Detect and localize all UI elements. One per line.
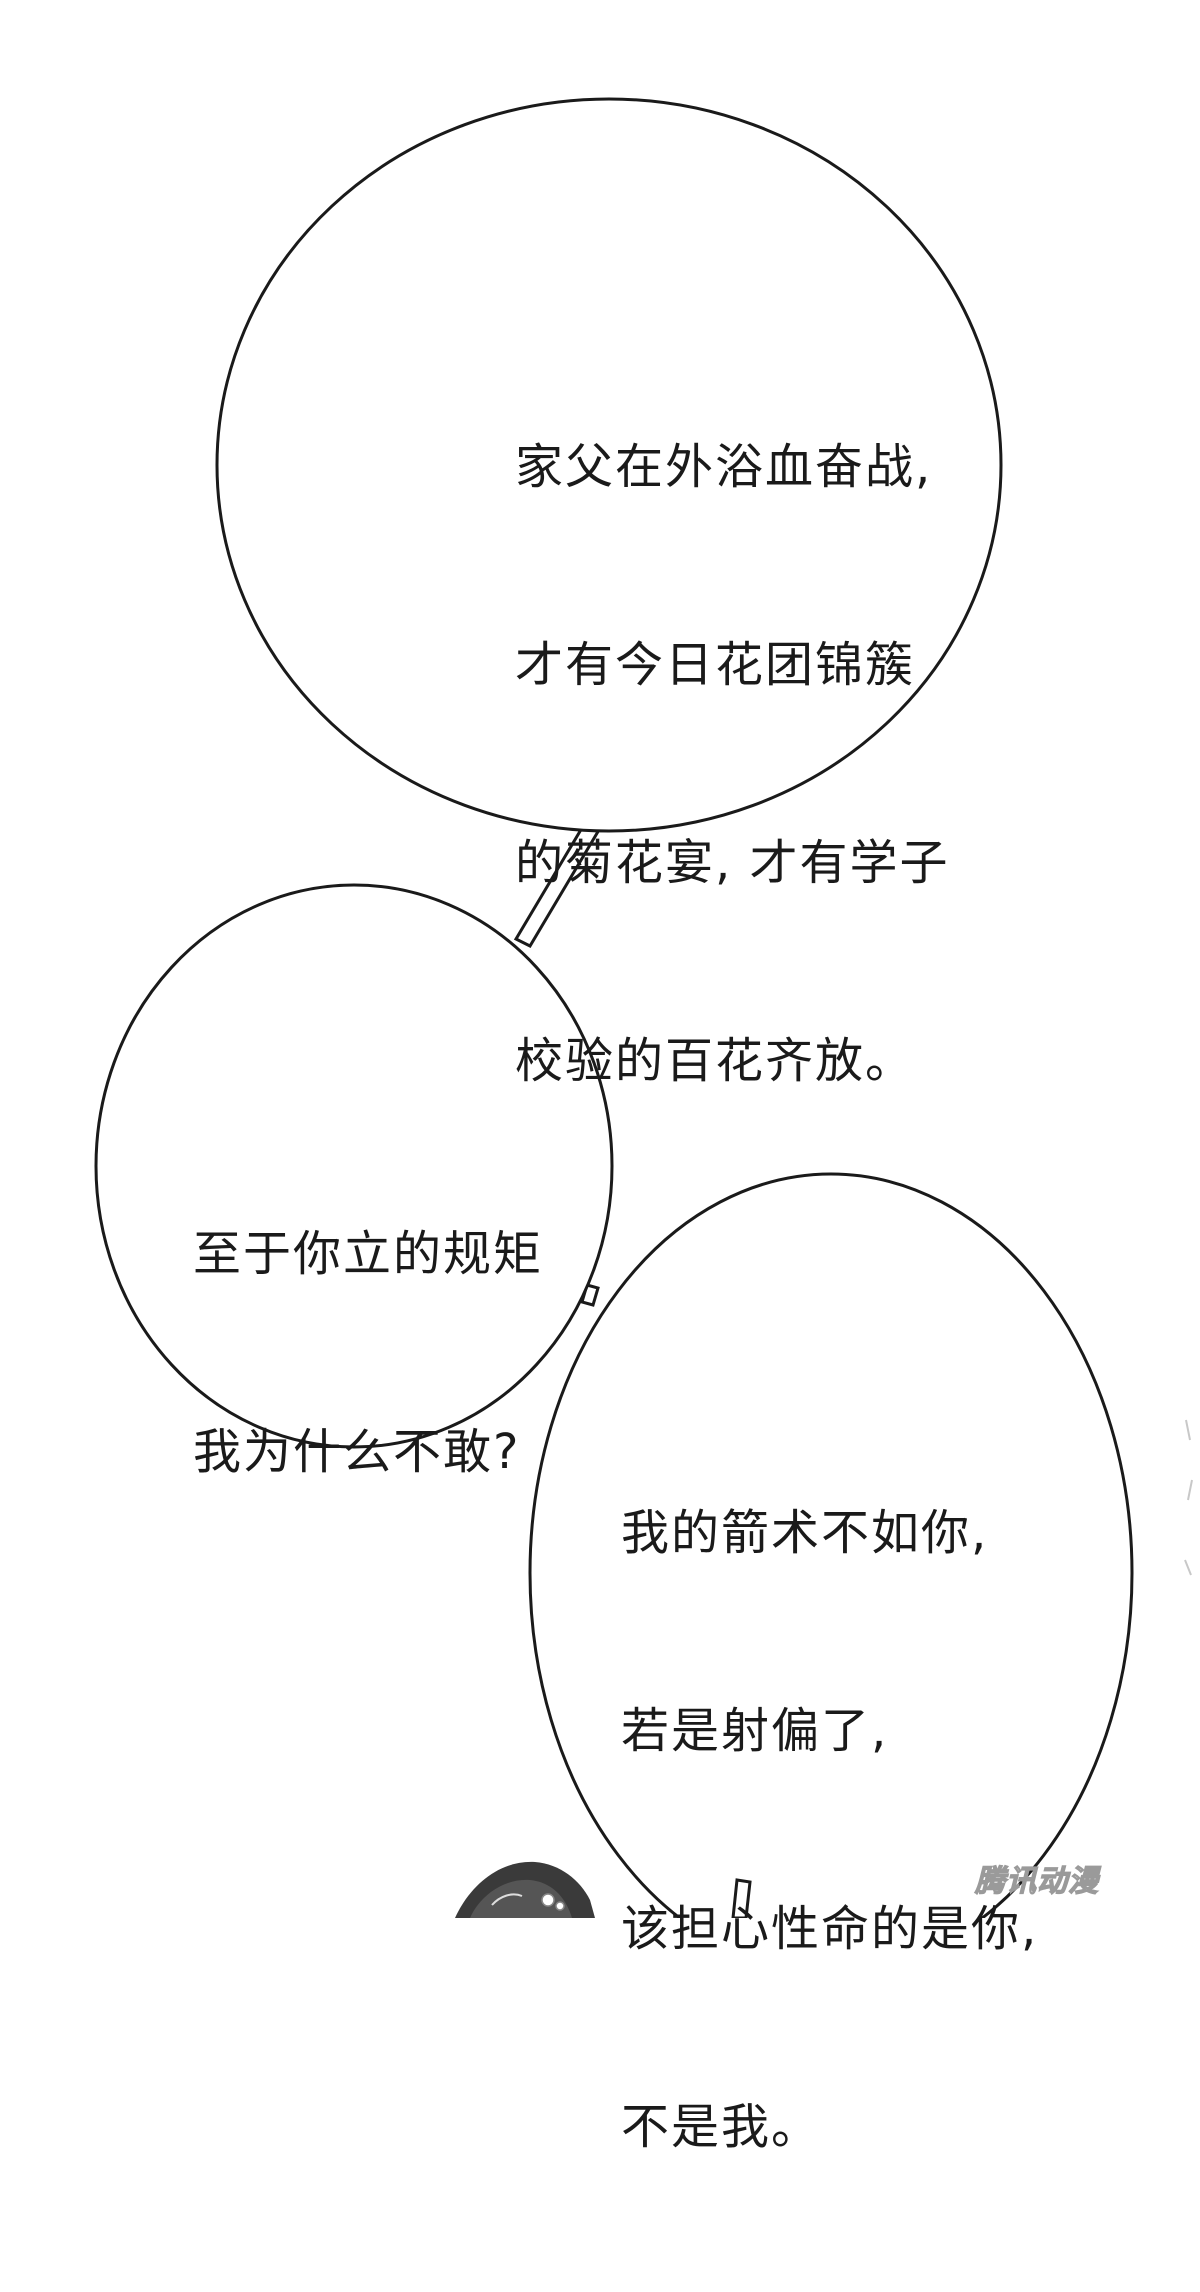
speech-text-2: 至于你立的规矩 我为什么不敢?: [193, 1089, 543, 1617]
speech-line: 至于你立的规矩: [193, 1226, 544, 1282]
speech-bubble-1: [215, 97, 1003, 833]
speech-line: 校验的百花齐放。: [515, 1033, 916, 1089]
bubble-tail-bottom: [731, 1878, 752, 1918]
speech-line: 家父在外浴血奋战,: [515, 439, 933, 495]
speech-line: 该担心性命的是你,: [621, 1901, 1039, 1957]
speech-line: 我的箭术不如你,: [621, 1505, 989, 1561]
character-hair-partial: [455, 1861, 595, 1918]
speech-line: 才有今日花团锦簇: [515, 637, 916, 693]
speech-line: 若是射偏了,: [621, 1703, 889, 1759]
panel-art: [94, 97, 1193, 1918]
background-sketch: [1184, 1419, 1193, 1576]
speech-line: 我为什么不敢?: [193, 1424, 521, 1480]
speech-bubble-3: [528, 1172, 1134, 1918]
speech-line: 的菊花宴, 才有学子: [515, 835, 950, 891]
speech-text-3: 我的箭术不如你, 若是射偏了, 该担心性命的是你, 不是我。: [621, 1368, 1038, 2292]
speech-bubble-2: [94, 883, 614, 1449]
speech-line: 不是我。: [621, 2099, 822, 2155]
speech-text-1: 家父在外浴血奋战, 才有今日花团锦簇 的菊花宴, 才有学子 校验的百花齐放。: [515, 302, 950, 1226]
comic-panel: 家父在外浴血奋战, 才有今日花团锦簇 的菊花宴, 才有学子 校验的百花齐放。 至…: [94, 97, 1193, 2155]
publisher-watermark: 腾讯动漫: [974, 1863, 1099, 1899]
